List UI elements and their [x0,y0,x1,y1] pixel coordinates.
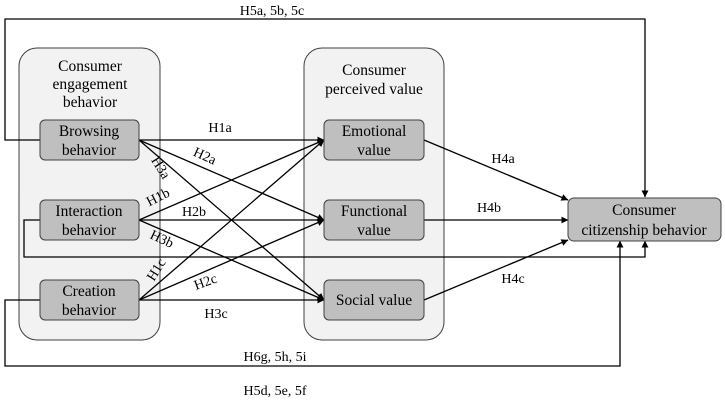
social-value-label: Social value [336,292,412,309]
h6ghi-label: H6g, 5h, 5i [244,350,307,365]
citizenship-behavior-node [567,197,722,242]
functional-value-label-line-1: Functional [341,203,407,220]
h2b-label: H2b [182,205,206,220]
browsing-behavior-node [39,119,140,161]
interaction-behavior-label-line-2: behavior [62,222,117,239]
h1c-line [138,139,325,301]
creation-behavior-label-line-2: behavior [62,302,117,319]
functional-value-label-line-2: value [357,222,391,239]
emotional-value-label-line-1: Emotional [342,123,407,140]
h4c-line [423,239,569,301]
interaction-behavior-node [39,199,140,241]
interaction-behavior-label-line-1: Interaction [55,203,122,220]
engagement-group-title-line-2: engagement [53,76,129,93]
perceived-group-title-line-1: Consumer [342,62,407,79]
h5def-label: H5d, 5e, 5f [244,384,307,399]
citizenship-behavior-label-line-2: citizenship behavior [581,222,707,239]
engagement-group-title-line-3: behavior [63,94,118,111]
h2c-label: H2c [192,272,219,294]
functional-value-node [323,199,425,241]
browsing-behavior-label-line-1: Browsing [59,123,120,140]
emotional-value-node [323,119,425,161]
h4c-label: H4c [501,272,524,287]
h3c-label: H3c [204,307,227,322]
h1b-line [138,139,325,221]
h3b-interaction-citizenship-path [23,219,649,258]
emotional-value-label-line-2: value [357,142,391,159]
creation-behavior-node [39,279,140,321]
h4a-line [423,139,569,201]
perceived-group-title-line-2: perceived value [325,81,423,98]
engagement-group-title-line-1: Consumer [58,58,123,75]
h5abc-path [4,18,649,198]
h5abc-label: H5a, 5b, 5c [240,4,305,19]
h4b-label: H4b [477,201,501,216]
creation-behavior-label-line-1: Creation [62,283,116,300]
h2a-label: H2a [191,145,219,169]
h5def-h6ghi-path [4,240,624,367]
h4a-label: H4a [491,152,515,167]
citizenship-behavior-label-line-1: Consumer [612,202,677,219]
h2c-line [138,219,325,301]
social-value-node [323,279,425,321]
h1a-label: H1a [208,121,232,136]
browsing-behavior-label-line-2: behavior [62,142,117,159]
